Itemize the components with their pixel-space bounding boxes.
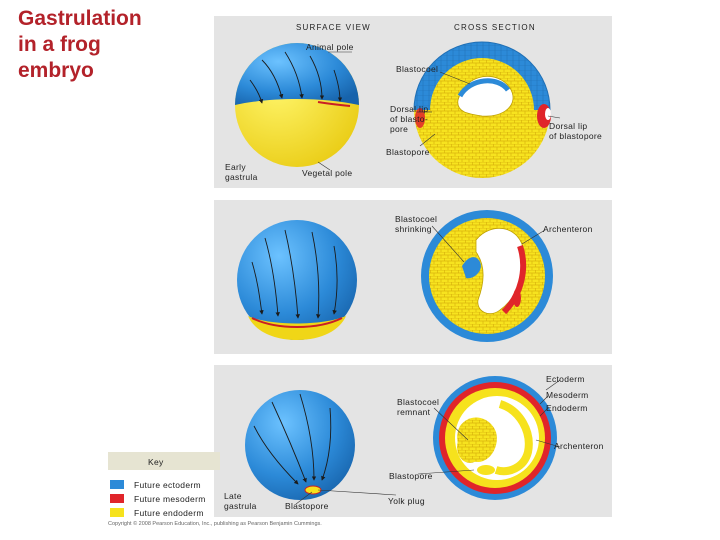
blastocoel-shrinking-line-1: Blastocoel (395, 214, 438, 224)
mesoderm-label: Mesoderm (546, 390, 589, 400)
late-gastrula-cross-section (433, 376, 557, 500)
yolk-plug-label: Yolk plug (388, 496, 425, 506)
early-gastrula-line-2: gastrula (225, 172, 258, 182)
blastopore-label-late: Blastopore (389, 471, 433, 481)
animal-pole-label: Animal pole (306, 42, 354, 52)
dorsal-lip-right-line-2: of blastopore (549, 131, 603, 141)
dorsal-lip-right-label: Dorsal lip of blastopore (549, 121, 602, 141)
blastocoel-label: Blastocoel (396, 64, 439, 74)
mid-gastrula-surface (237, 220, 357, 340)
mesoderm-swatch (110, 494, 124, 503)
blastopore-surface-label: Blastopore (285, 501, 329, 511)
blastocoel-remnant-label: Blastocoel remnant (397, 397, 439, 417)
color-key: Key Future ectoderm Future mesoderm Futu… (108, 452, 220, 520)
vegetal-pole-label: Vegetal pole (302, 168, 353, 178)
ectoderm-swatch (110, 480, 124, 489)
title-line-1: Gastrulation (18, 7, 142, 30)
early-gastrula-label: Early gastrula (225, 162, 258, 182)
title-line-2: in a frog (18, 33, 101, 56)
blastocoel-remnant-line-1: Blastocoel (397, 397, 440, 407)
dorsal-lip-left-line-2: of blasto- (390, 114, 428, 124)
dorsal-lip-right-line-1: Dorsal lip (549, 121, 588, 131)
mid-gastrula-cross-section (421, 210, 553, 342)
key-header: Key (108, 452, 220, 470)
key-label-ectoderm: Future ectoderm (134, 480, 201, 490)
blastopore-label-early: Blastopore (386, 147, 430, 157)
leader-lines (295, 51, 561, 505)
blastocoel-shrinking-label: Blastocoel shrinking (395, 214, 437, 234)
archenteron-label-mid: Archenteron (543, 224, 593, 234)
endoderm-label: Endoderm (546, 403, 588, 413)
copyright-notice: Copyright © 2008 Pearson Education, Inc.… (108, 521, 322, 527)
page-title: Gastrulation in a frog embryo (18, 6, 198, 84)
key-heading: Key (148, 457, 164, 467)
key-label-endoderm: Future endoderm (134, 508, 204, 518)
key-label-mesoderm: Future mesoderm (134, 494, 206, 504)
dorsal-lip-left-line-1: Dorsal lip (390, 104, 429, 114)
late-gastrula-surface (245, 390, 355, 500)
dorsal-lip-left-line-3: pore (390, 124, 409, 134)
early-gastrula-surface (235, 43, 359, 167)
early-gastrula-line-1: Early (225, 162, 246, 172)
cross-section-header: CROSS SECTION (454, 23, 536, 32)
ectoderm-label: Ectoderm (546, 374, 585, 384)
archenteron-label-late: Archenteron (554, 441, 604, 451)
early-gastrula-cross-section (413, 41, 551, 178)
endoderm-swatch (110, 508, 124, 517)
late-gastrula-line-1: Late (224, 491, 242, 501)
title-line-3: embryo (18, 59, 94, 82)
late-gastrula-label: Late gastrula (224, 491, 257, 511)
blastocoel-remnant-line-2: remnant (397, 407, 431, 417)
surface-view-header: SURFACE VIEW (296, 23, 371, 32)
blastocoel-shrinking-line-2: shrinking (395, 224, 432, 234)
dorsal-lip-left-label: Dorsal lip of blasto- pore (390, 104, 428, 134)
late-gastrula-line-2: gastrula (224, 501, 257, 511)
